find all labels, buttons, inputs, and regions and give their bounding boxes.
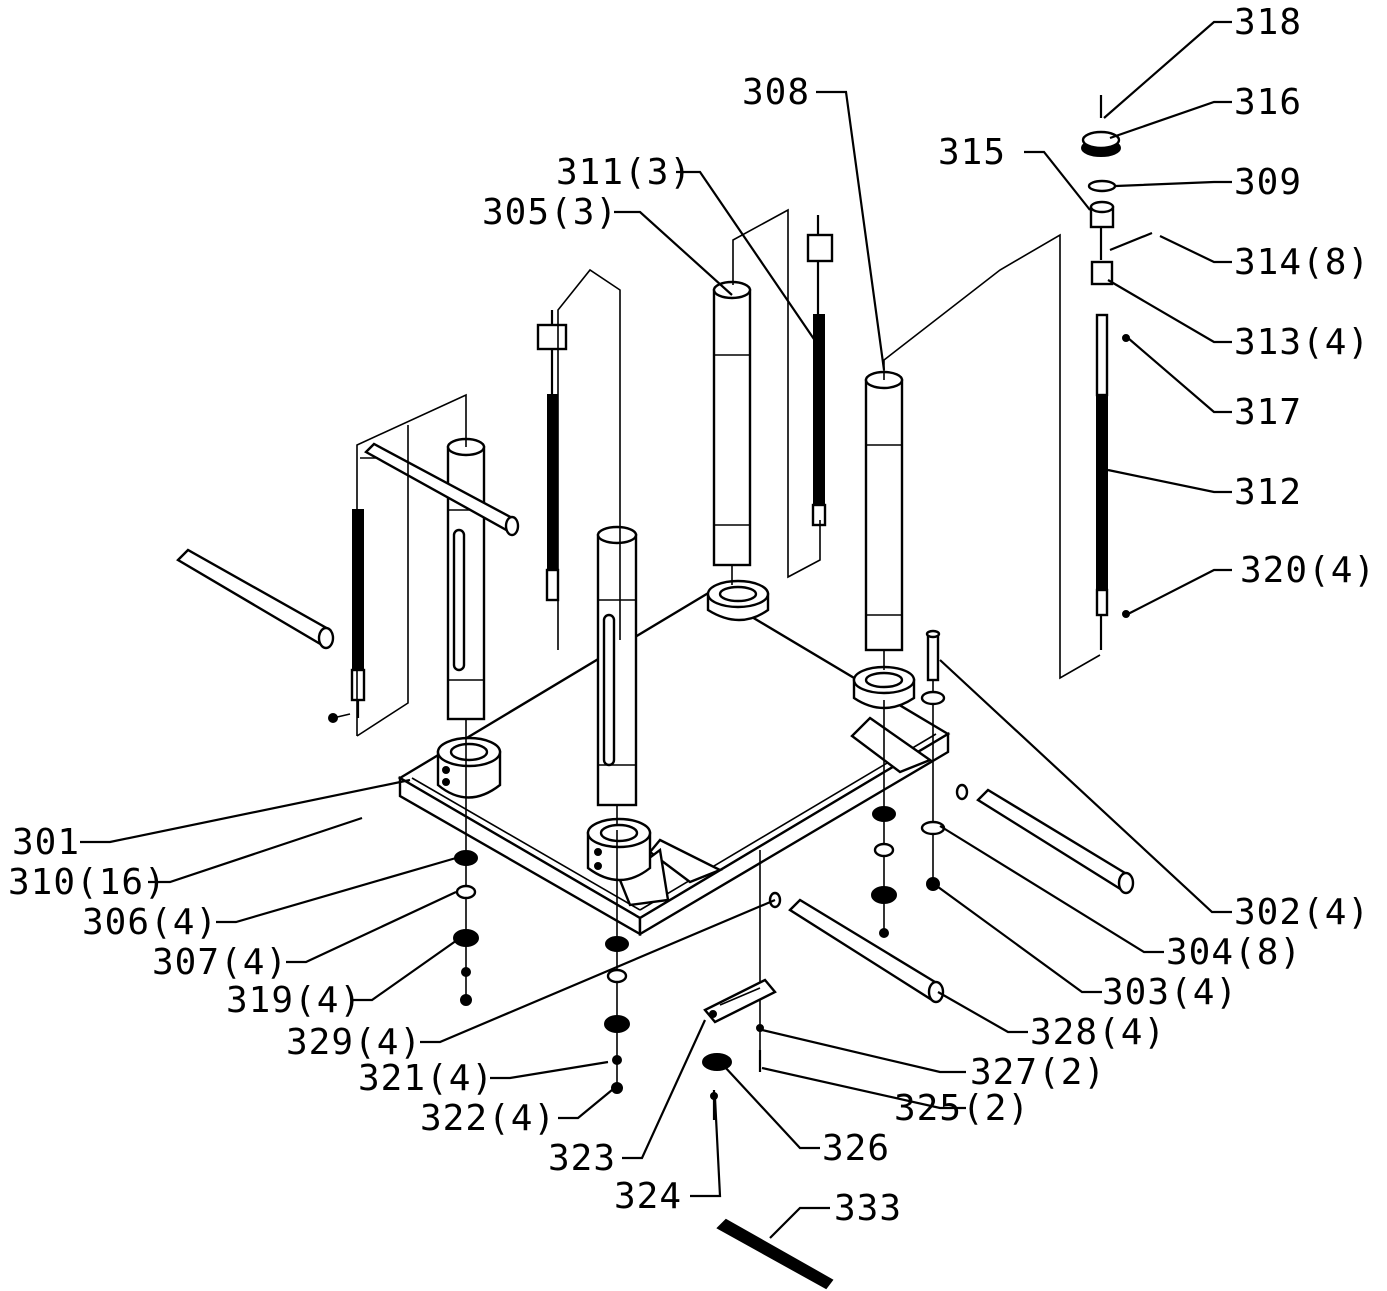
callout-314: 314(8) — [1234, 242, 1370, 283]
stack-back-right — [871, 806, 897, 938]
column-back-right-308 — [864, 370, 904, 670]
lead-screw-left — [328, 509, 366, 723]
stack-front-left — [453, 850, 479, 1006]
callout-317: 317 — [1234, 392, 1302, 433]
column-back-left — [712, 280, 752, 585]
callout-328: 328(4) — [1030, 1012, 1166, 1053]
side-rods — [176, 442, 1135, 1004]
column-front-left — [446, 437, 486, 740]
callout-309: 309 — [1234, 162, 1302, 203]
callout-315: 315 — [938, 132, 1006, 173]
boss-front-left — [436, 736, 502, 799]
callout-310: 310(16) — [8, 862, 167, 903]
callout-320: 320(4) — [1240, 550, 1376, 591]
callout-326: 326 — [822, 1128, 890, 1169]
callout-307: 307(4) — [152, 942, 288, 983]
leader-lines — [80, 20, 1232, 1239]
callout-329: 329(4) — [286, 1022, 422, 1063]
lead-screw-middle — [536, 310, 568, 602]
callout-316: 316 — [1234, 82, 1302, 123]
boss-back-right — [852, 665, 916, 710]
callout-311: 311(3) — [556, 152, 692, 193]
callout-333: 333 — [834, 1188, 902, 1229]
callout-324: 324 — [614, 1176, 682, 1217]
callout-303: 303(4) — [1102, 972, 1238, 1013]
callout-313: 313(4) — [1234, 322, 1370, 363]
callout-325: 325(2) — [894, 1088, 1030, 1129]
callout-323: 323 — [548, 1138, 616, 1179]
stack-front-right — [604, 936, 630, 1094]
column-front-right — [596, 525, 638, 825]
lead-screw-right — [806, 215, 834, 527]
callout-labels: 318 316 309 314(8) 313(4) 317 312 320(4)… — [8, 2, 1376, 1229]
base-plate — [397, 590, 951, 937]
boss-front-right — [586, 817, 652, 882]
callout-312: 312 — [1234, 472, 1302, 513]
lead-screw-312 — [1081, 95, 1153, 650]
callout-302: 302(4) — [1234, 892, 1370, 933]
callout-304: 304(8) — [1166, 932, 1302, 973]
callout-306: 306(4) — [82, 902, 218, 943]
callout-318: 318 — [1234, 2, 1302, 43]
callout-305: 305(3) — [482, 192, 618, 233]
handle-assembly — [702, 978, 834, 1290]
callout-301: 301 — [12, 822, 80, 863]
boss-back-left — [706, 579, 770, 622]
callout-308: 308 — [742, 72, 810, 113]
callout-319: 319(4) — [226, 980, 362, 1021]
callout-321: 321(4) — [358, 1058, 494, 1099]
callout-327: 327(2) — [970, 1052, 1106, 1093]
callout-322: 322(4) — [420, 1098, 556, 1139]
